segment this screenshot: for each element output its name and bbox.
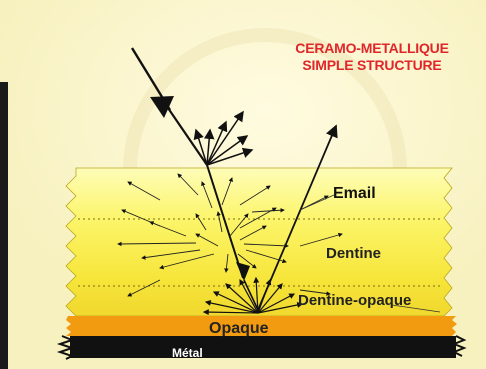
incident-ray-tail [167, 107, 208, 166]
refracted-ray-lower [243, 279, 259, 311]
refracted-ray [206, 164, 244, 279]
title-line-2: SIMPLE STRUCTURE [302, 57, 442, 73]
surface-reflections [193, 110, 254, 166]
dentine-scatter [117, 207, 343, 273]
label-email: Email [333, 185, 376, 202]
label-dentine-opaque: Dentine-opaque [298, 292, 412, 309]
refracted-arrowhead [236, 262, 250, 281]
label-dentine: Dentine [326, 245, 382, 262]
title-line-1: CERAMO-METALLIQUE [295, 40, 449, 56]
opaque-reflection-fan [202, 276, 304, 316]
opaque-layer [66, 316, 457, 336]
dentine-opaque-scatter [127, 279, 331, 297]
label-opaque: Opaque [209, 320, 269, 337]
metal-layer [70, 336, 456, 358]
diagram-title: CERAMO-METALLIQUE SIMPLE STRUCTURE [262, 40, 482, 74]
incident-arrowhead [150, 96, 174, 118]
email-leader [299, 194, 335, 211]
left-panel [0, 82, 8, 369]
metal-jag-left [56, 335, 76, 360]
metal-jag-right [451, 335, 467, 357]
label-metal: Métal [172, 346, 203, 360]
dentine-opaque-leader [391, 304, 441, 313]
